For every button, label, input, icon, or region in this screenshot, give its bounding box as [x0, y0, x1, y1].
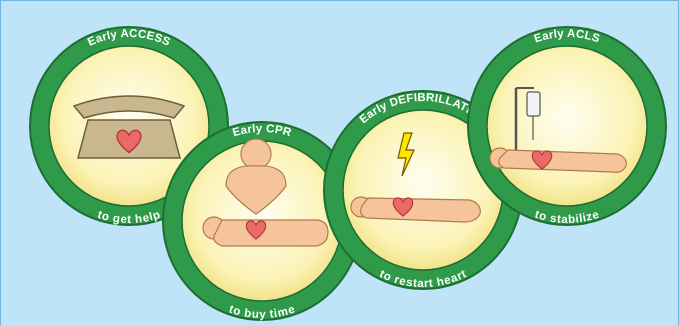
- patient-body-icon: [351, 197, 480, 222]
- link-disc: [487, 46, 647, 206]
- telephone-with-heart-icon: [74, 96, 184, 158]
- chain-link-acls: Early ACLS to stabilize: [468, 27, 666, 226]
